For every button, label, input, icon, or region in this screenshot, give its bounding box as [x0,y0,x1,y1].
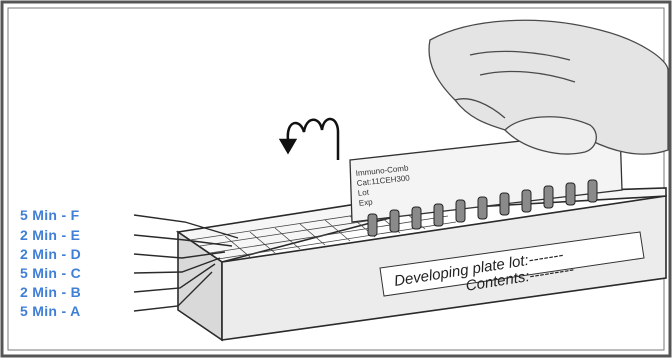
step-label-f: 5 Min - F [20,207,80,223]
step-label-b: 2 Min - B [20,284,81,300]
card-exp-text: Exp [358,197,373,207]
step-label-c: 5 Min - C [20,265,81,281]
step-label-e: 2 Min - E [20,227,80,243]
step-label-a: 5 Min - A [20,303,81,319]
card-lot-text: Lot [357,188,370,198]
step-label-d: 2 Min - D [20,246,81,262]
